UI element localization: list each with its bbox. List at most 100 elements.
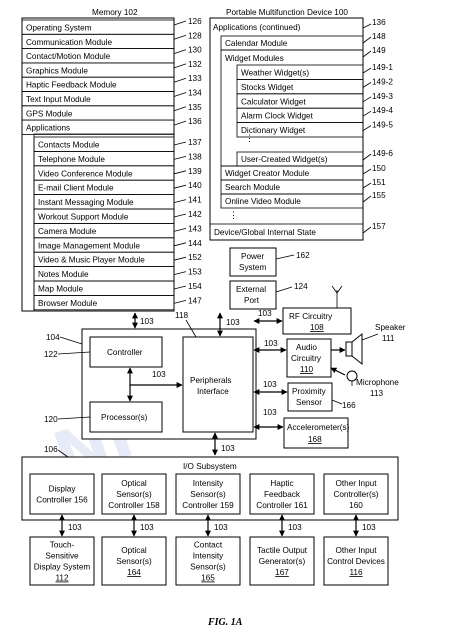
audio-circuitry: Audio Circuitry 110 103 bbox=[253, 338, 346, 378]
online-video-ref: 155 bbox=[372, 191, 386, 200]
memory-item-leader bbox=[173, 34, 187, 40]
app-module-leader bbox=[173, 184, 187, 189]
widget-ref: 149-1 bbox=[372, 63, 393, 72]
app-module-ref: 141 bbox=[188, 196, 202, 205]
svg-text:Peripherals: Peripherals bbox=[190, 376, 231, 385]
svg-text:Proximity: Proximity bbox=[292, 387, 327, 396]
io-controller-box bbox=[29, 473, 95, 515]
proximity-sensor: Proximity Sensor 166 103 bbox=[253, 380, 356, 412]
bus-ref-io: 103 bbox=[221, 444, 235, 453]
app-module-ref: 154 bbox=[188, 282, 202, 291]
memory-item-label: Operating System bbox=[26, 24, 92, 33]
io-controller-box bbox=[175, 473, 241, 515]
accelerometer: Accelerometer(s) 168 103 bbox=[253, 408, 350, 449]
memory-frame bbox=[21, 17, 175, 312]
svg-text:Microphone: Microphone bbox=[356, 378, 399, 387]
io-device-text: Optical bbox=[121, 546, 147, 555]
applications-continued-block: Portable Multifunction Device 100 Applic… bbox=[209, 8, 393, 241]
io-device-box bbox=[323, 536, 389, 586]
speaker: Speaker 111 bbox=[345, 323, 406, 366]
io-controller-text: Optical bbox=[121, 479, 147, 488]
memory-item-ref: 130 bbox=[188, 46, 202, 55]
svg-text:106: 106 bbox=[44, 445, 58, 454]
app-module-label: Telephone Module bbox=[38, 155, 105, 164]
svg-text:Power: Power bbox=[241, 252, 264, 261]
io-device-text: Sensitive bbox=[45, 552, 79, 561]
widget-creator-ref: 150 bbox=[372, 164, 386, 173]
io-link-ref: 103 bbox=[140, 523, 154, 532]
memory-item-ref: 133 bbox=[188, 74, 202, 83]
device-title: Portable Multifunction Device 100 bbox=[226, 8, 348, 17]
io-device-text: Sensor(s) bbox=[116, 557, 152, 566]
io-link-ref: 103 bbox=[68, 523, 82, 532]
svg-text:120: 120 bbox=[44, 415, 58, 424]
app-module-leader bbox=[173, 256, 187, 261]
memory-item-ref: 135 bbox=[188, 103, 202, 112]
user-widgets-ref: 149-6 bbox=[372, 149, 393, 158]
svg-text:103: 103 bbox=[264, 339, 278, 348]
io-link-ref: 103 bbox=[362, 523, 376, 532]
app-module-label: Camera Module bbox=[38, 227, 97, 236]
svg-text:Port: Port bbox=[244, 296, 260, 305]
io-controller-box bbox=[101, 473, 167, 515]
memory-item-ref: 128 bbox=[188, 31, 202, 40]
widget-leader bbox=[362, 96, 372, 103]
app-module-label: Video Conference Module bbox=[38, 169, 133, 178]
microphone: Microphone 113 bbox=[330, 367, 399, 398]
io-controller-text: 160 bbox=[349, 501, 363, 510]
io-controller-box bbox=[323, 473, 389, 515]
apps-continued-leader bbox=[362, 23, 372, 29]
memory-item-leader bbox=[173, 63, 187, 69]
bus-ref-device: 103 bbox=[226, 318, 240, 327]
memory-item-leader bbox=[173, 20, 187, 26]
io-device-text: 164 bbox=[127, 568, 141, 577]
widget-ref: 149-4 bbox=[372, 106, 393, 115]
io-device-box bbox=[29, 536, 95, 586]
memory-item-ref: 132 bbox=[188, 60, 202, 69]
io-device-text: Tactile Output bbox=[257, 546, 308, 555]
peripherals-interface-box bbox=[182, 336, 254, 433]
io-device-text: 165 bbox=[201, 574, 215, 583]
memory-item-label: Text Input Module bbox=[26, 95, 91, 104]
widget-modules-ref: 149 bbox=[372, 46, 386, 55]
device-apps-frame bbox=[209, 17, 364, 241]
app-module-leader bbox=[173, 199, 187, 203]
widget-label: Alarm Clock Widget bbox=[241, 112, 314, 121]
io-device-text: Touch- bbox=[50, 541, 75, 550]
power-system: Power System 162 bbox=[229, 247, 310, 277]
io-controller-text: Intensity bbox=[193, 479, 224, 488]
app-module-leader bbox=[173, 141, 187, 146]
widget-ref: 149-3 bbox=[372, 92, 393, 101]
io-device-text: Display System bbox=[34, 563, 91, 572]
io-device-box bbox=[175, 536, 241, 586]
chip-104: 104 Controller 122 Processor(s) 120 Peri… bbox=[44, 311, 257, 440]
user-widgets-label: User-Created Widget(s) bbox=[241, 155, 328, 164]
io-controller-text: Controller 161 bbox=[256, 501, 308, 510]
io-link-ref: 103 bbox=[288, 523, 302, 532]
svg-text:118: 118 bbox=[175, 311, 188, 320]
io-link-ref: 103 bbox=[214, 523, 228, 532]
io-controller-text: Haptic bbox=[270, 479, 293, 488]
app-module-leader bbox=[173, 170, 187, 175]
online-video-row bbox=[220, 193, 364, 209]
figure-caption: FIG. 1A bbox=[207, 617, 243, 628]
io-controller-text: Controller 156 bbox=[36, 496, 88, 505]
memory-block: Memory 102 Operating System126Communicat… bbox=[21, 8, 202, 312]
widget-ellipsis: ⋮ bbox=[245, 133, 254, 143]
memory-item-label: Haptic Feedback Module bbox=[26, 81, 117, 90]
io-controller-text: Other Input bbox=[336, 479, 378, 488]
internal-state-ref: 157 bbox=[372, 222, 386, 231]
svg-text:Accelerometer(s): Accelerometer(s) bbox=[287, 423, 350, 432]
app-module-leader bbox=[173, 228, 187, 232]
svg-text:103: 103 bbox=[263, 408, 277, 417]
app-module-leader bbox=[173, 271, 187, 275]
internal-state-row bbox=[209, 223, 364, 241]
memory-item-label: Applications bbox=[26, 124, 70, 133]
svg-text:113: 113 bbox=[370, 389, 383, 398]
app-module-label: Notes Module bbox=[38, 270, 89, 279]
io-device-text: Sensor(s) bbox=[190, 563, 226, 572]
app-module-ref: 139 bbox=[188, 167, 202, 176]
